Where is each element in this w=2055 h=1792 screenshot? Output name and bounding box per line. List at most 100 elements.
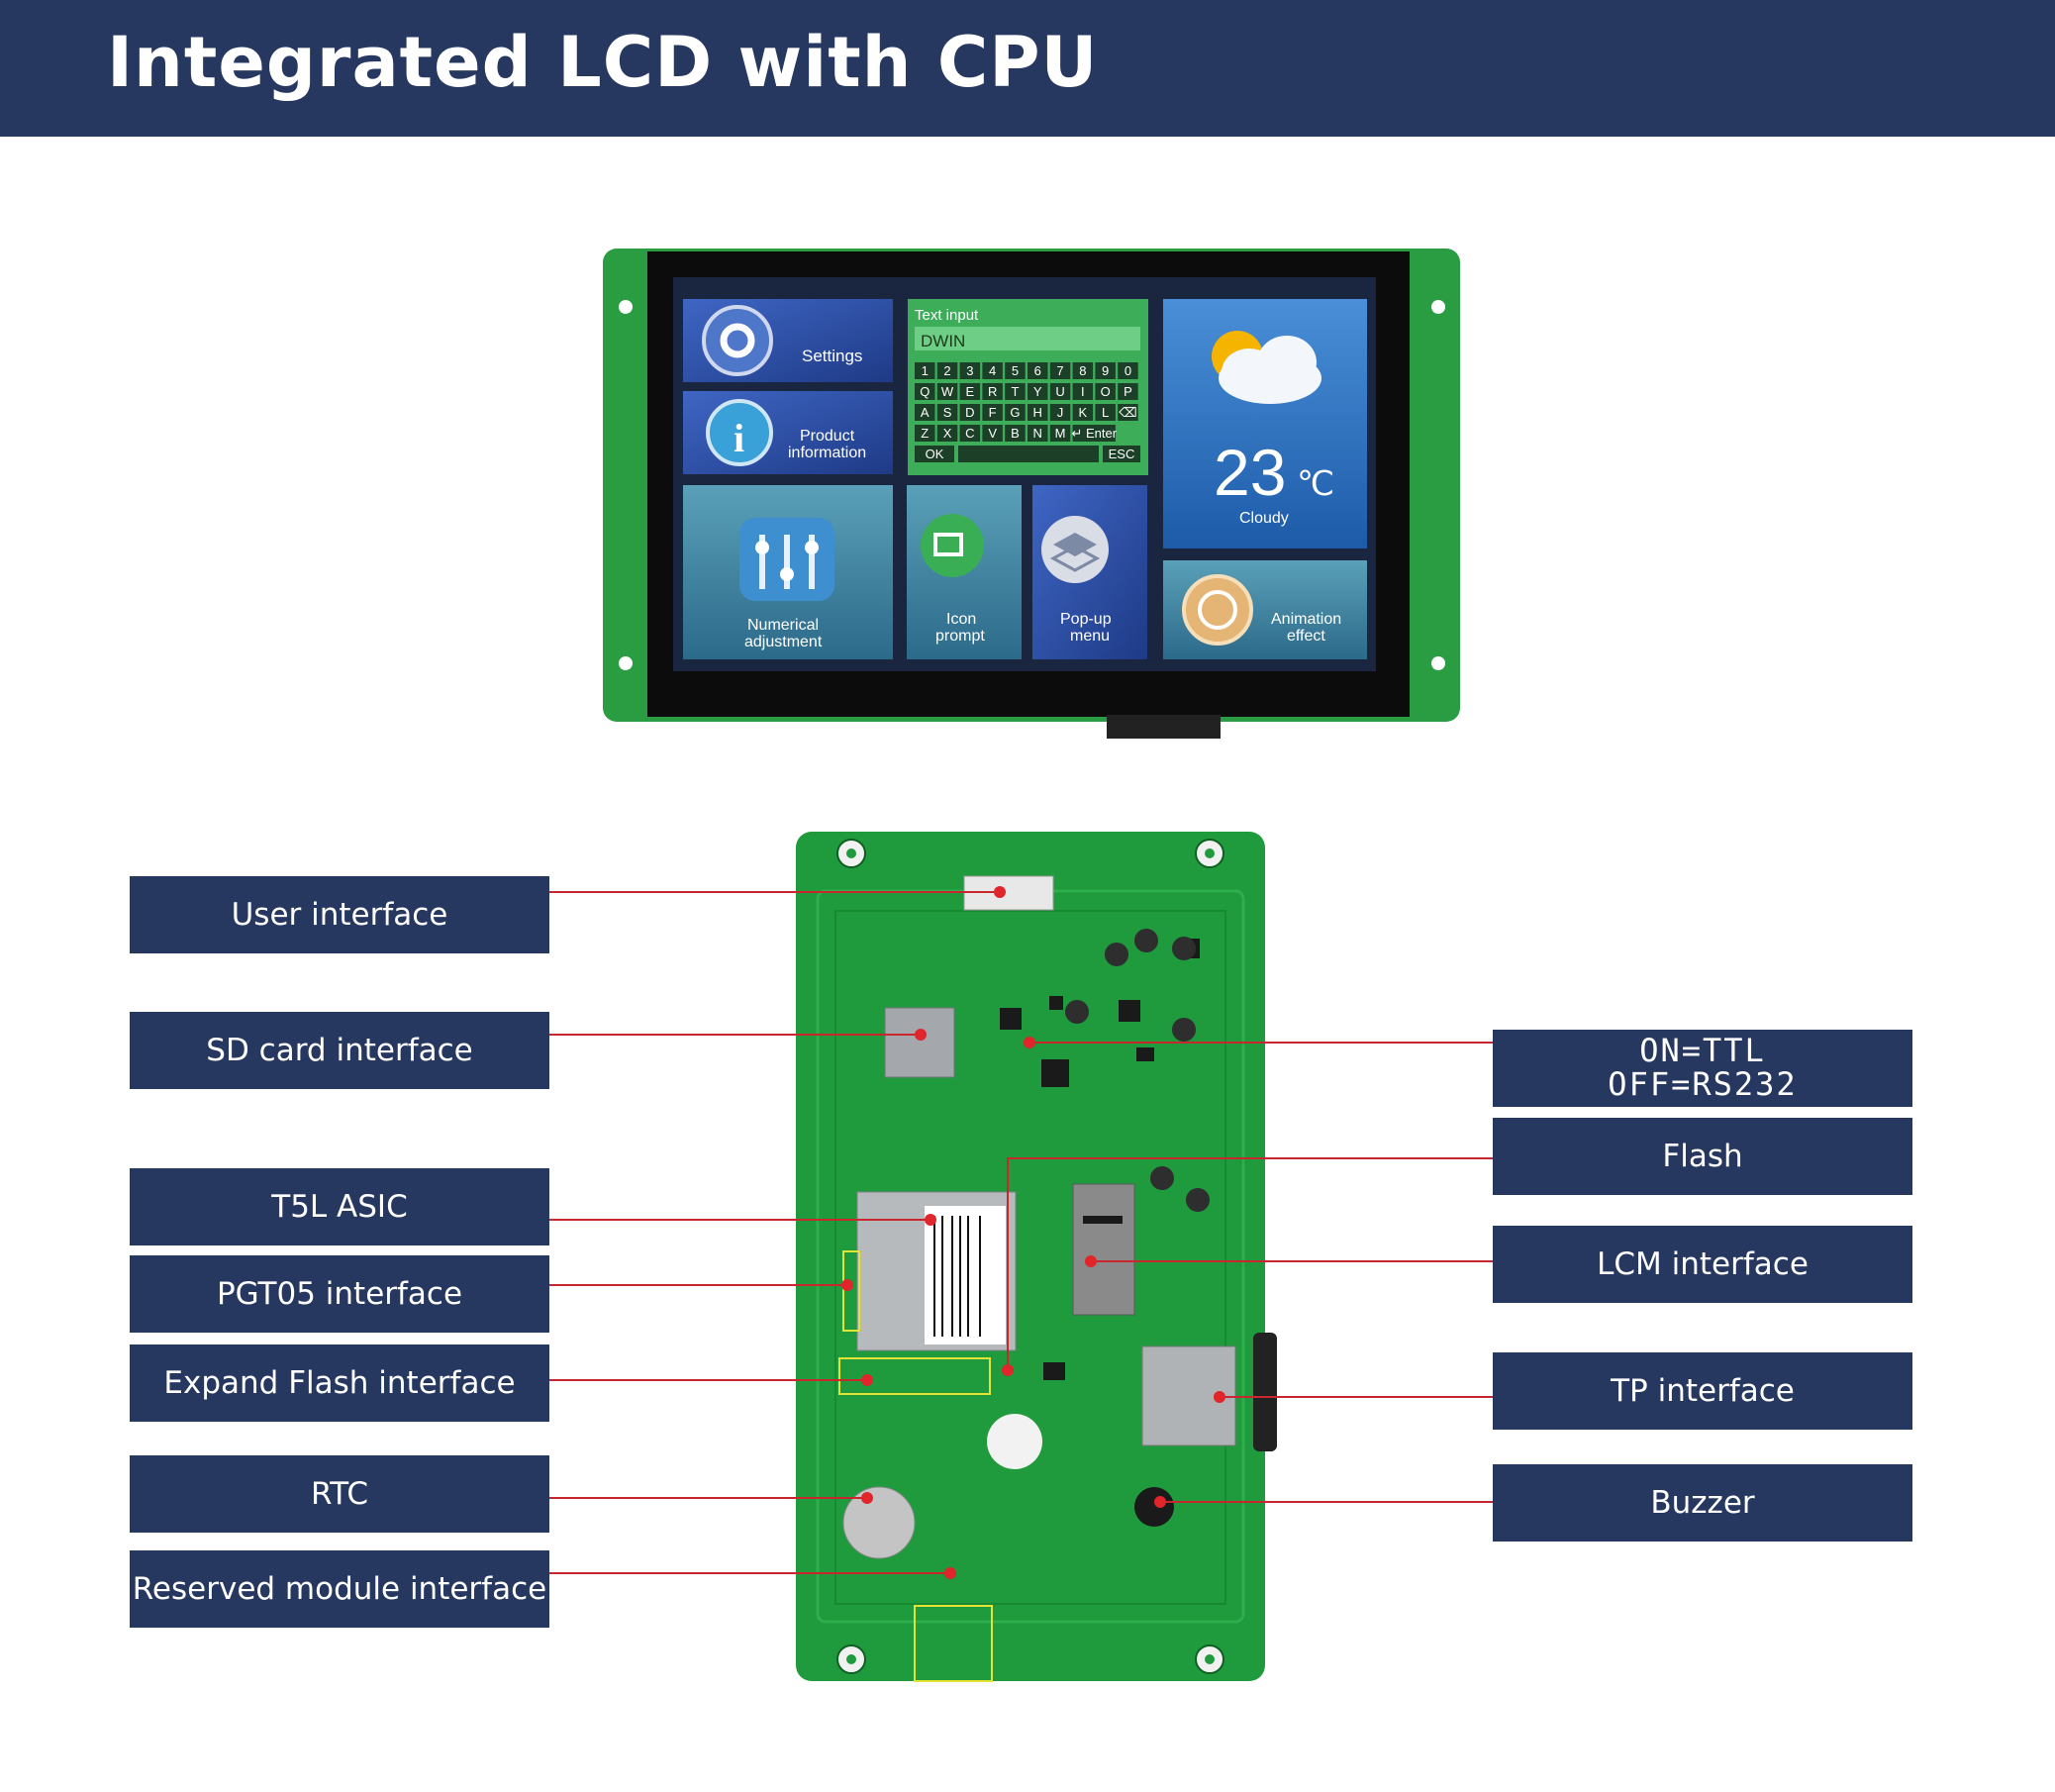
label-mode-line-1: ON=TTL: [1639, 1032, 1766, 1070]
key-label-2-3: F: [989, 405, 997, 420]
key-label-1-7: I: [1081, 384, 1085, 399]
key-1-7[interactable]: [1072, 383, 1094, 400]
key-label-2-1: S: [943, 405, 952, 420]
key-3-2[interactable]: [959, 425, 981, 442]
key-label-3-2: C: [965, 426, 974, 441]
space-key[interactable]: [958, 446, 1099, 462]
key-3-5[interactable]: [1028, 425, 1048, 442]
label-ttl-rs232-mode: ON=TTL OFF=RS232: [1493, 1030, 1912, 1107]
label-t5l-asic: T5L ASIC: [130, 1168, 549, 1245]
key-3-4[interactable]: [1005, 425, 1026, 442]
key-1-0[interactable]: [915, 383, 935, 400]
numerical-label-1: Numerical: [747, 617, 819, 634]
key-2-5[interactable]: [1028, 404, 1048, 421]
key-label-1-8: O: [1101, 384, 1111, 399]
icon-prompt-label-1: Icon: [946, 611, 976, 628]
key-label-1-5: Y: [1033, 384, 1042, 399]
popup-label-2: menu: [1070, 628, 1110, 645]
label-flash: Flash: [1493, 1118, 1912, 1195]
svg-text:i: i: [734, 416, 744, 460]
esc-key[interactable]: [1103, 446, 1140, 462]
esc-key-label: ESC: [1109, 447, 1135, 461]
key-label-0-2: 3: [966, 363, 973, 378]
key-3-6[interactable]: [1049, 425, 1071, 442]
key-2-1[interactable]: [936, 404, 958, 421]
key-0-6[interactable]: [1049, 362, 1071, 379]
text-input-title: Text input: [915, 307, 979, 324]
key-1-3[interactable]: [982, 383, 1003, 400]
key-3-1[interactable]: [936, 425, 958, 442]
key-label-2-0: A: [921, 405, 930, 420]
key-label-1-6: U: [1055, 384, 1064, 399]
key-label-1-2: E: [966, 384, 975, 399]
key-1-5[interactable]: [1028, 383, 1048, 400]
key-0-3[interactable]: [982, 362, 1003, 379]
key-0-2[interactable]: [959, 362, 981, 379]
key-2-0[interactable]: [915, 404, 935, 421]
key-1-8[interactable]: [1095, 383, 1116, 400]
key-label-3-0: Z: [921, 426, 929, 441]
label-rtc: RTC: [130, 1455, 549, 1533]
header-banner: Integrated LCD with CPU: [0, 0, 2055, 137]
key-1-2[interactable]: [959, 383, 981, 400]
key-0-9[interactable]: [1118, 362, 1138, 379]
label-expand-flash-interface: Expand Flash interface: [130, 1344, 549, 1422]
label-reserved-module-interface: Reserved module interface: [130, 1550, 549, 1628]
key-3-3[interactable]: [982, 425, 1003, 442]
key-0-1[interactable]: [936, 362, 958, 379]
icon-prompt-icon: [921, 514, 984, 577]
key-2-3[interactable]: [982, 404, 1003, 421]
touch-icon: [1182, 574, 1253, 646]
key-label-3-6: M: [1055, 426, 1066, 441]
key-0-8[interactable]: [1095, 362, 1116, 379]
key-label-0-0: 1: [922, 363, 929, 378]
key-0-4[interactable]: [1005, 362, 1026, 379]
weather-condition: Cloudy: [1239, 510, 1289, 527]
label-tp-interface: TP interface: [1493, 1352, 1912, 1430]
key-label-3-1: X: [943, 426, 952, 441]
key-label-0-7: 8: [1079, 363, 1086, 378]
page-title: Integrated LCD with CPU: [107, 22, 1099, 103]
pgt05-header: [842, 1250, 860, 1332]
key-2-9[interactable]: [1118, 404, 1138, 421]
label-mode-line-2: OFF=RS232: [1608, 1065, 1798, 1103]
key-label-0-9: 0: [1125, 363, 1131, 378]
ok-key[interactable]: [915, 446, 954, 462]
weather-tile: [1163, 299, 1367, 548]
settings-label: Settings: [802, 347, 862, 365]
key-label-1-0: Q: [920, 384, 930, 399]
key-1-9[interactable]: [1118, 383, 1138, 400]
key-label-0-4: 5: [1012, 363, 1019, 378]
key-2-7[interactable]: [1072, 404, 1094, 421]
key-0-7[interactable]: [1072, 362, 1094, 379]
key-0-0[interactable]: [915, 362, 935, 379]
key-label-2-6: J: [1057, 405, 1064, 420]
key-label-1-9: P: [1124, 384, 1132, 399]
key-label-2-7: K: [1079, 405, 1088, 420]
text-input-value: DWIN: [921, 332, 965, 350]
weather-temp: 23: [1214, 436, 1286, 509]
key-1-1[interactable]: [936, 383, 958, 400]
label-sd-card-interface: SD card interface: [130, 1012, 549, 1089]
leader-lines: [549, 891, 1493, 1574]
key-label-3-7: ↵ Enter: [1071, 426, 1117, 441]
key-label-1-4: T: [1011, 384, 1019, 399]
key-label-2-8: L: [1102, 405, 1109, 420]
key-2-6[interactable]: [1049, 404, 1071, 421]
key-3-7[interactable]: [1072, 425, 1116, 442]
expand-flash-pads: [838, 1357, 991, 1395]
leader-dots: [841, 886, 1225, 1579]
key-3-0[interactable]: [915, 425, 935, 442]
key-2-8[interactable]: [1095, 404, 1116, 421]
key-2-4[interactable]: [1005, 404, 1026, 421]
rtc-battery: [842, 1486, 916, 1559]
label-pgt05-interface: PGT05 interface: [130, 1255, 549, 1333]
reserved-module-pads: [914, 1605, 993, 1682]
key-1-4[interactable]: [1005, 383, 1026, 400]
key-0-5[interactable]: [1028, 362, 1048, 379]
key-1-6[interactable]: [1049, 383, 1071, 400]
key-2-2[interactable]: [959, 404, 981, 421]
label-user-interface: User interface: [130, 876, 549, 953]
